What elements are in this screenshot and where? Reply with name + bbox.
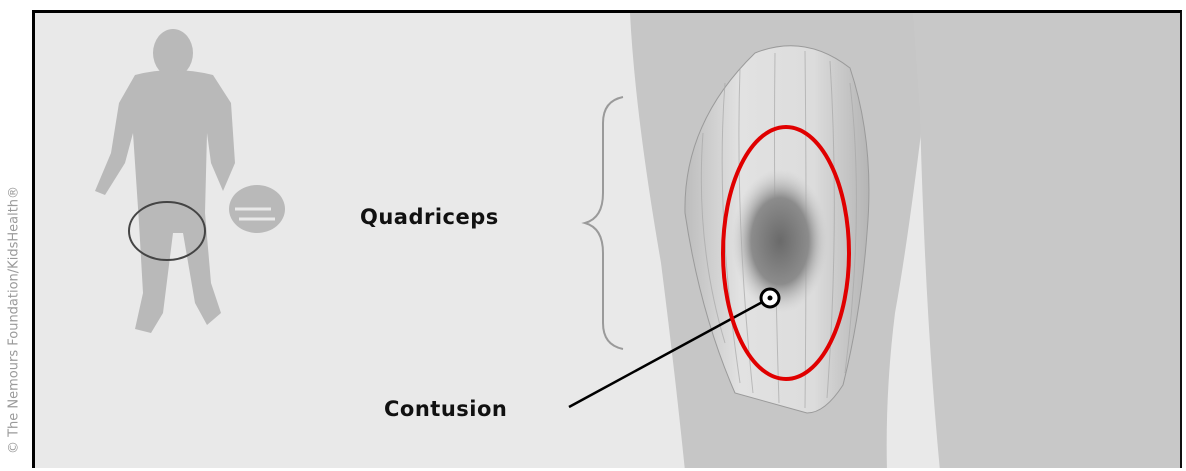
contusion-label: Contusion bbox=[384, 397, 507, 421]
right-leg bbox=[913, 13, 1182, 468]
illustration-frame: Quadriceps Contusion bbox=[32, 10, 1182, 468]
player-silhouette bbox=[95, 29, 285, 333]
illustration bbox=[35, 13, 1182, 468]
leg-illustration bbox=[630, 13, 1182, 468]
copyright-text: © The Nemours Foundation/KidsHealth® bbox=[7, 186, 22, 454]
quadriceps-label: Quadriceps bbox=[360, 205, 499, 229]
quadriceps-bracket bbox=[585, 97, 623, 349]
copyright-credit: © The Nemours Foundation/KidsHealth® bbox=[0, 0, 28, 471]
bruise-area bbox=[732, 169, 828, 313]
